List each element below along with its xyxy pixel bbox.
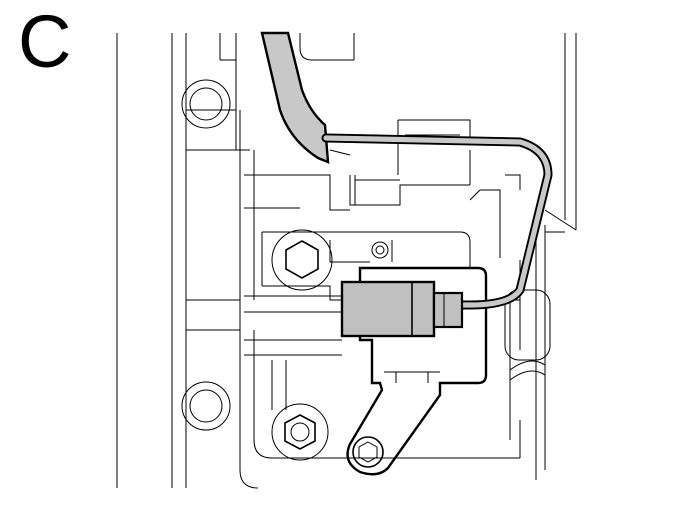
wire-harness bbox=[260, 31, 553, 310]
port-hole bbox=[189, 87, 223, 121]
panel-label: C bbox=[18, 0, 72, 83]
port-hole bbox=[375, 245, 385, 255]
port-hole bbox=[189, 389, 223, 423]
port-hole bbox=[371, 241, 389, 259]
port-hole bbox=[181, 79, 231, 129]
hex-bolt bbox=[271, 403, 329, 461]
valve-body-plate bbox=[171, 33, 577, 489]
port-hole bbox=[181, 381, 231, 431]
port-holes bbox=[181, 79, 389, 431]
hex-bolt bbox=[271, 229, 333, 291]
solenoid-connector bbox=[340, 280, 464, 338]
bracket-bolt bbox=[352, 436, 384, 468]
solenoid-bracket bbox=[346, 266, 488, 476]
